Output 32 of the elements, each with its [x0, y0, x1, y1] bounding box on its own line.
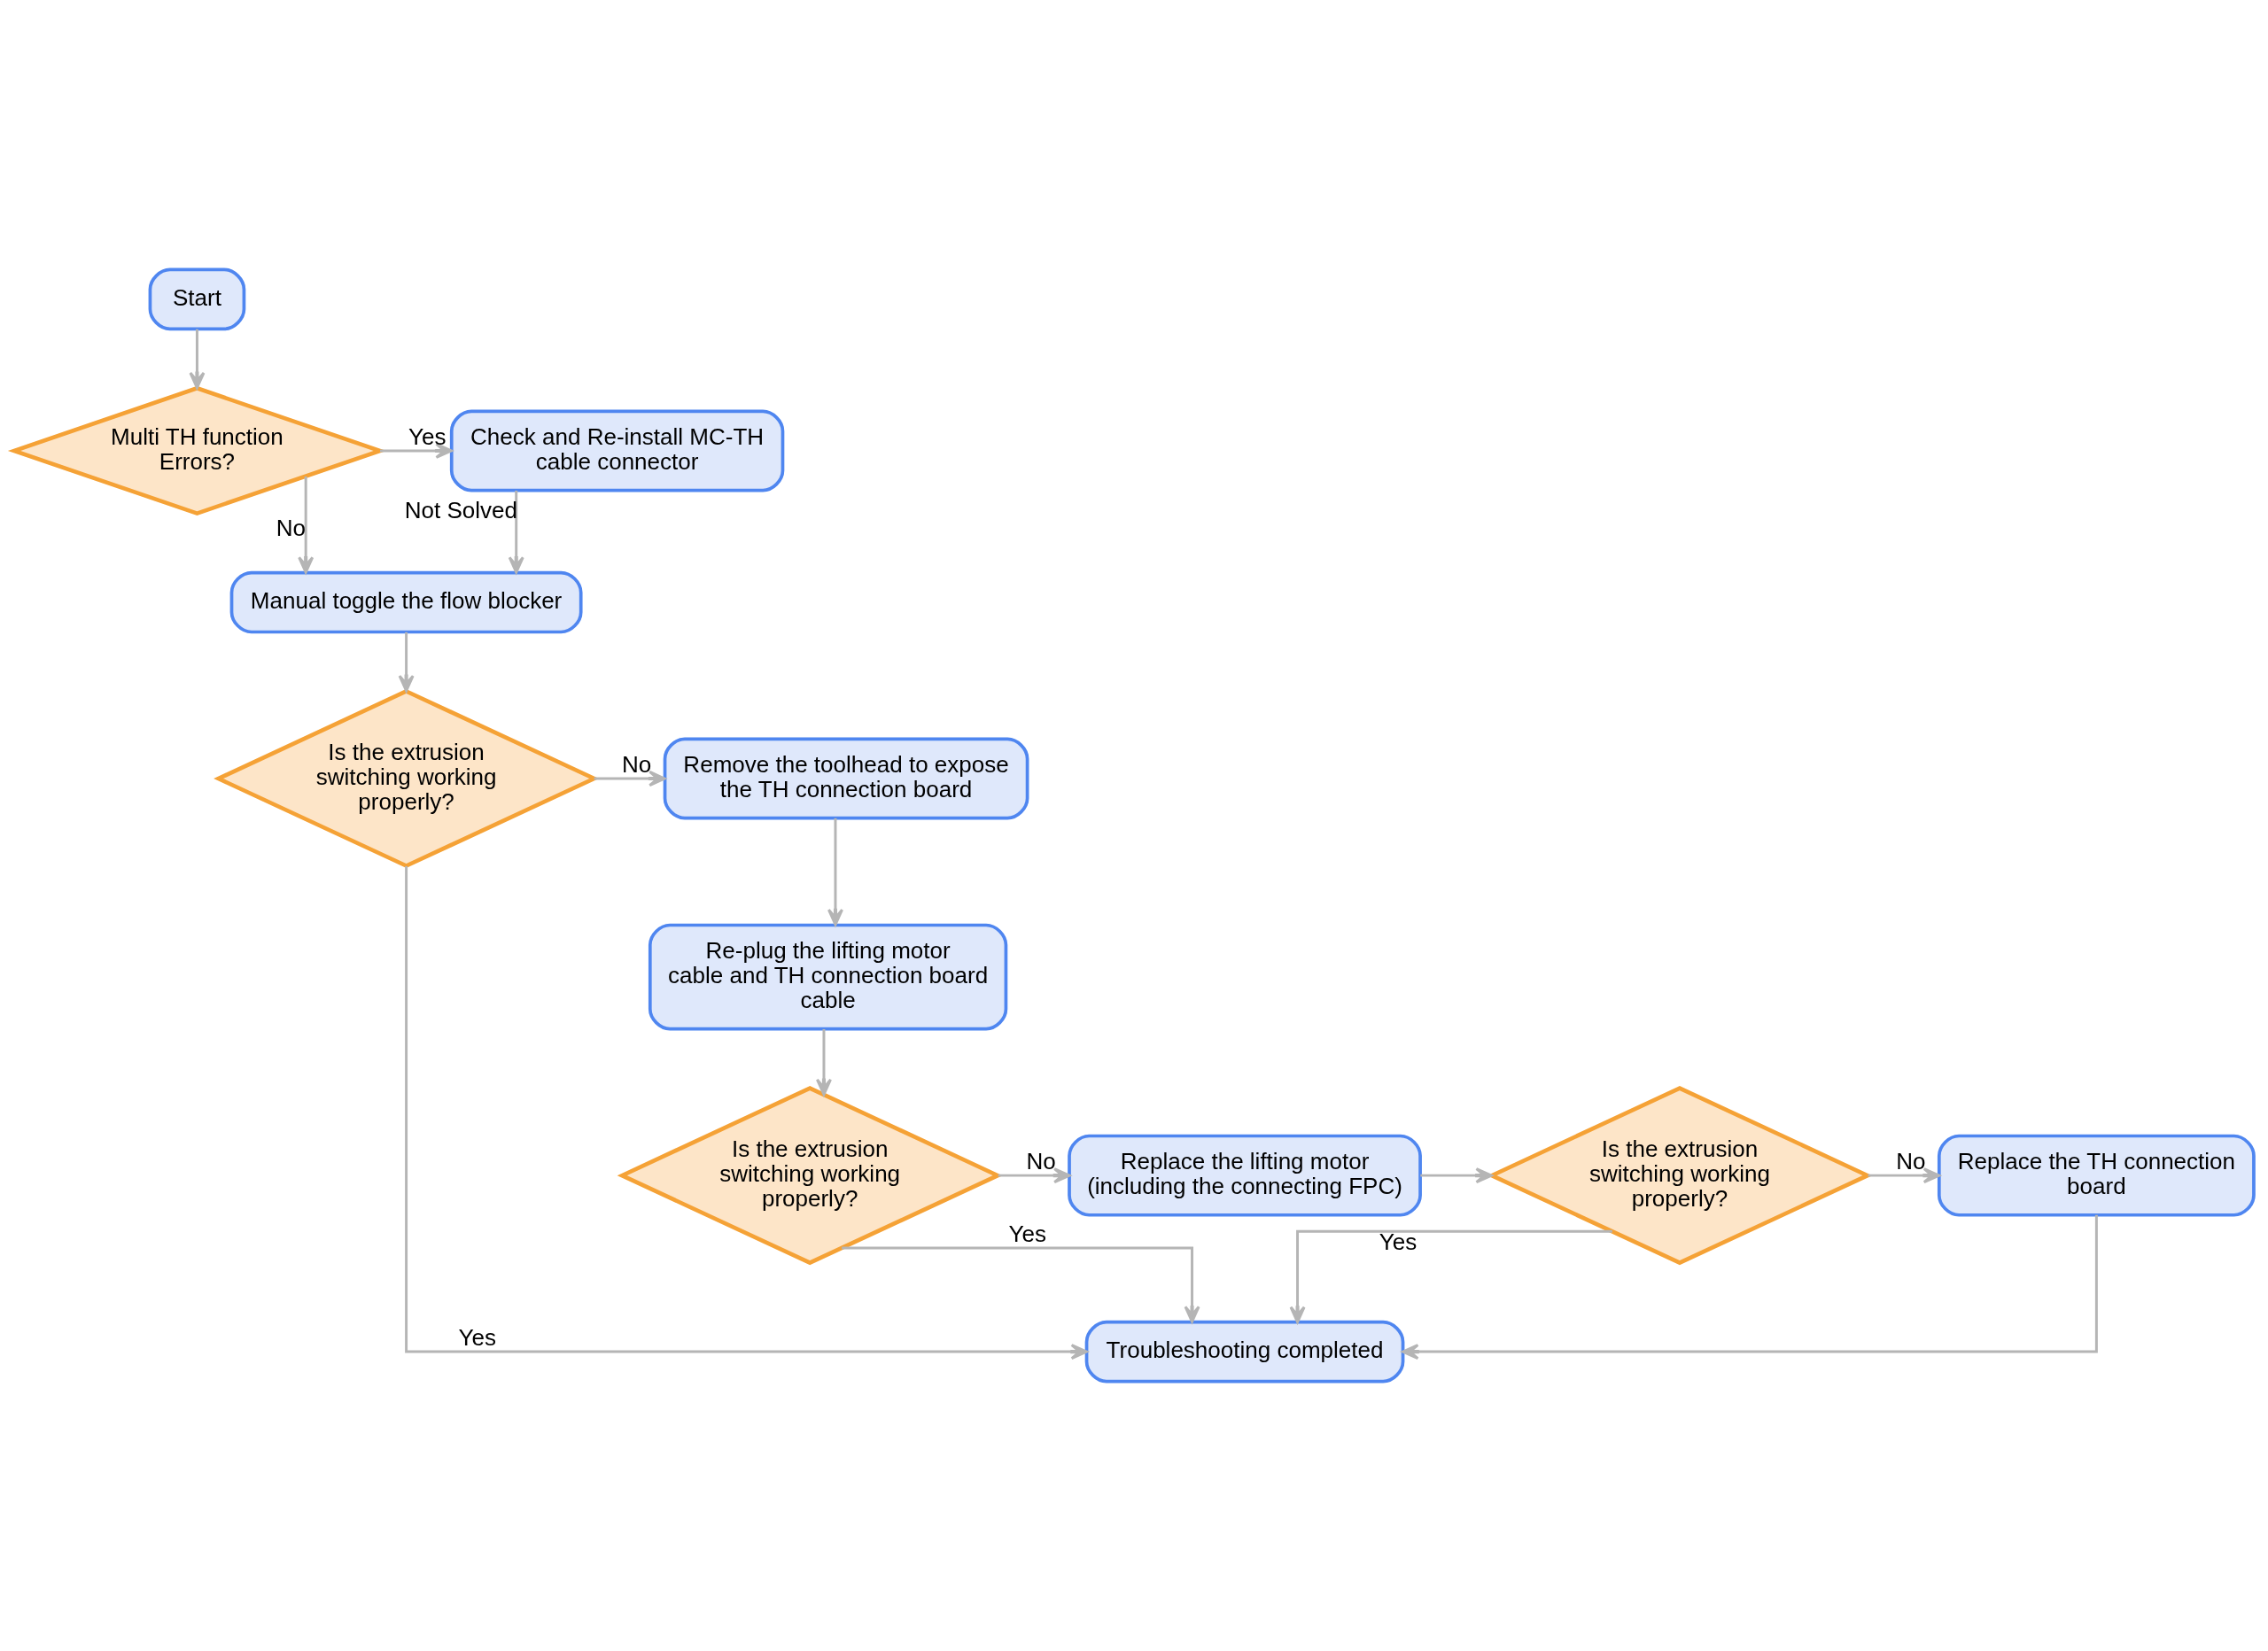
- node-box: Troubleshooting completed: [1084, 1320, 1405, 1384]
- edge-label: Not Solved: [404, 496, 518, 523]
- node-box: Replace the TH connection board: [1937, 1134, 2256, 1217]
- edge-label: No: [622, 750, 652, 778]
- arrow: [1289, 1229, 1612, 1324]
- arrow: [1402, 1214, 2098, 1360]
- edge-label: Yes: [408, 422, 447, 450]
- arrow: [1420, 1167, 1493, 1184]
- node-box: Start: [148, 267, 246, 331]
- node-box: Check and Re-install MC-TH cable connector: [449, 409, 785, 492]
- node-box: Replace the lifting motor (including the connecting FPC): [1068, 1134, 1422, 1217]
- arrow: [594, 771, 666, 787]
- arrow: [405, 866, 1088, 1360]
- arrow: [189, 329, 206, 390]
- node-box: Re-plug the lifting motor cable and TH connection board cable: [648, 923, 1008, 1031]
- arrow: [815, 1028, 832, 1097]
- arrow: [842, 1246, 1200, 1323]
- node-box: Manual toggle the flow blocker: [229, 570, 583, 634]
- edge-label: Yes: [458, 1324, 496, 1352]
- arrow: [398, 632, 415, 693]
- edge-label: Yes: [1379, 1229, 1418, 1256]
- edge-label: No: [1896, 1148, 1926, 1175]
- arrow: [508, 490, 524, 574]
- edge-label: No: [276, 514, 307, 541]
- edge-label: Yes: [1008, 1220, 1046, 1247]
- arrow: [298, 477, 315, 574]
- arrow: [998, 1167, 1071, 1184]
- edge-label: No: [1026, 1148, 1056, 1175]
- arrow: [380, 442, 453, 459]
- arrow: [1868, 1167, 1941, 1184]
- arrow: [827, 818, 843, 926]
- node-box: Remove the toolhead to expose the TH connection board: [663, 737, 1029, 820]
